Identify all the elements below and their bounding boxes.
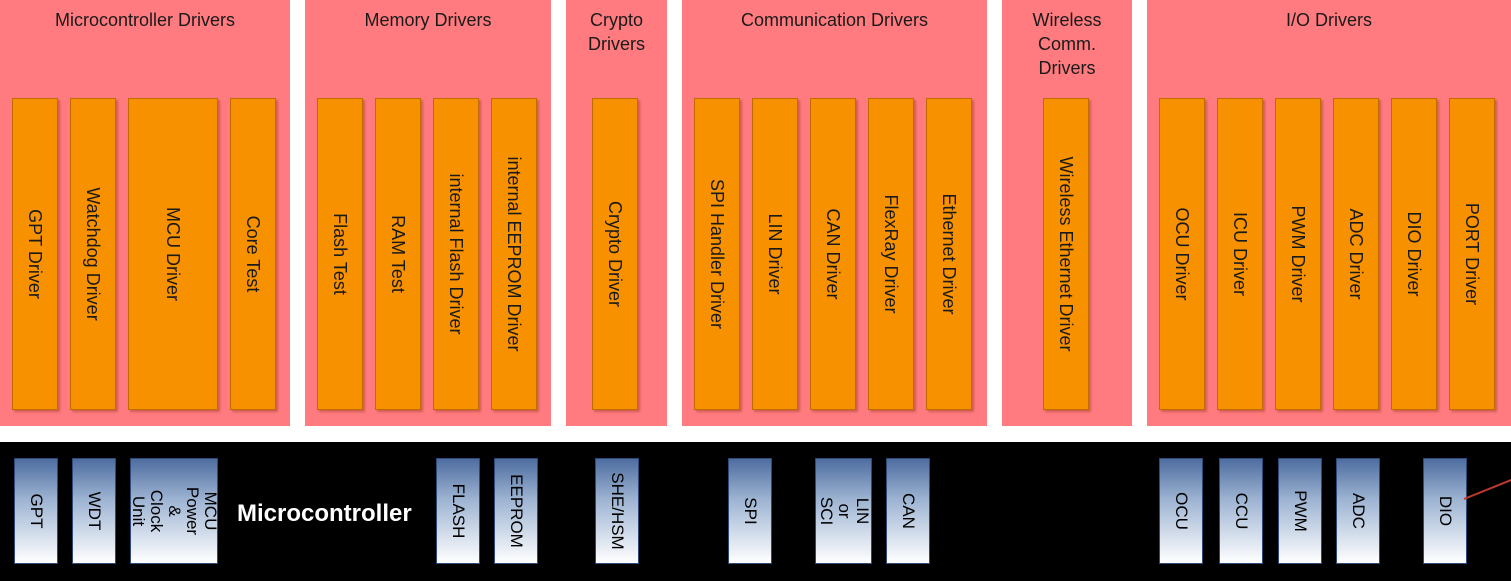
driver-label: RAM Test bbox=[388, 215, 408, 293]
hw-lin-sci[interactable]: LIN or SCI bbox=[815, 458, 872, 564]
group-io-drivers: I/O Drivers OCU Driver ICU Driver PWM Dr… bbox=[1147, 0, 1511, 426]
hw-pwm[interactable]: PWM bbox=[1278, 458, 1322, 564]
hw-wdt[interactable]: WDT bbox=[72, 458, 116, 564]
driver-flash-test[interactable]: Flash Test bbox=[317, 98, 363, 410]
hw-label: SHE/HSM bbox=[608, 472, 627, 550]
hw-flash[interactable]: FLASH bbox=[436, 458, 480, 564]
group-wireless-comm-drivers: Wireless Comm. Drivers Wireless Ethernet… bbox=[1002, 0, 1132, 426]
group-title: Memory Drivers bbox=[364, 10, 492, 30]
hw-spi[interactable]: SPI bbox=[728, 458, 772, 564]
driver-label: CAN Driver bbox=[823, 208, 843, 300]
driver-wireless-ethernet[interactable]: Wireless Ethernet Driver bbox=[1043, 98, 1089, 410]
driver-label: Wireless Ethernet Driver bbox=[1056, 156, 1076, 352]
hw-mcu-power-clock[interactable]: MCU Power & Clock Unit bbox=[129, 458, 220, 564]
driver-adc[interactable]: ADC Driver bbox=[1333, 98, 1379, 410]
microcontroller-label: Microcontroller bbox=[237, 500, 412, 527]
hw-dio[interactable]: DIO bbox=[1423, 458, 1467, 564]
hw-label: WDT bbox=[85, 491, 104, 531]
driver-label: internal EEPROM Driver bbox=[504, 156, 524, 352]
group-title: Microcontroller Drivers bbox=[54, 10, 236, 30]
driver-label: MCU Driver bbox=[163, 207, 183, 301]
driver-label: PORT Driver bbox=[1462, 202, 1482, 306]
hw-label: MCU Power & Clock Unit bbox=[129, 486, 220, 536]
hw-she-hsm[interactable]: SHE/HSM bbox=[595, 458, 639, 564]
group-crypto-drivers: Crypto Drivers Crypto Driver bbox=[566, 0, 667, 426]
driver-label: OCU Driver bbox=[1172, 207, 1192, 301]
hw-label: DIO bbox=[1436, 495, 1455, 527]
driver-internal-eeprom[interactable]: internal EEPROM Driver bbox=[491, 98, 537, 410]
driver-ram-test[interactable]: RAM Test bbox=[375, 98, 421, 410]
hw-label: OCU bbox=[1172, 492, 1191, 530]
driver-core-test[interactable]: Core Test bbox=[230, 98, 276, 410]
hw-label: EEPROM bbox=[507, 474, 526, 548]
driver-lin[interactable]: LIN Driver bbox=[752, 98, 798, 410]
driver-gpt[interactable]: GPT Driver bbox=[12, 98, 58, 410]
driver-label: GPT Driver bbox=[25, 209, 45, 299]
hw-adc[interactable]: ADC bbox=[1336, 458, 1380, 564]
driver-internal-flash[interactable]: internal Flash Driver bbox=[433, 98, 479, 410]
driver-label: Ethernet Driver bbox=[939, 193, 959, 315]
hw-label: SPI bbox=[741, 497, 760, 525]
driver-label: internal Flash Driver bbox=[446, 173, 466, 335]
hw-can[interactable]: CAN bbox=[886, 458, 930, 564]
driver-dio[interactable]: DIO Driver bbox=[1391, 98, 1437, 410]
hw-label: PWM bbox=[1291, 490, 1310, 532]
group-title: Wireless Comm. Drivers bbox=[1032, 10, 1102, 78]
group-communication-drivers: Communication Drivers SPI Handler Driver… bbox=[682, 0, 987, 426]
driver-label: LIN Driver bbox=[765, 213, 785, 295]
driver-icu[interactable]: ICU Driver bbox=[1217, 98, 1263, 410]
driver-label: Watchdog Driver bbox=[83, 187, 103, 321]
hw-gpt[interactable]: GPT bbox=[14, 458, 58, 564]
hw-ccu[interactable]: CCU bbox=[1219, 458, 1263, 564]
driver-label: Flash Test bbox=[330, 213, 350, 295]
driver-label: ADC Driver bbox=[1346, 208, 1366, 300]
driver-ocu[interactable]: OCU Driver bbox=[1159, 98, 1205, 410]
group-title: Communication Drivers bbox=[740, 10, 929, 30]
hw-label: CAN bbox=[899, 493, 918, 529]
driver-spi-handler[interactable]: SPI Handler Driver bbox=[694, 98, 740, 410]
driver-mcu[interactable]: MCU Driver bbox=[128, 98, 218, 410]
driver-label: Crypto Driver bbox=[605, 200, 625, 308]
driver-label: ICU Driver bbox=[1230, 212, 1250, 296]
hw-label: LIN or SCI bbox=[816, 496, 872, 526]
driver-watchdog[interactable]: Watchdog Driver bbox=[70, 98, 116, 410]
driver-label: SPI Handler Driver bbox=[707, 178, 727, 330]
hw-eeprom[interactable]: EEPROM bbox=[494, 458, 538, 564]
hw-ocu[interactable]: OCU bbox=[1159, 458, 1203, 564]
driver-label: Core Test bbox=[243, 215, 263, 293]
driver-label: PWM Driver bbox=[1288, 205, 1308, 303]
driver-label: DIO Driver bbox=[1404, 211, 1424, 297]
group-memory-drivers: Memory Drivers Flash Test RAM Test inter… bbox=[305, 0, 551, 426]
driver-ethernet[interactable]: Ethernet Driver bbox=[926, 98, 972, 410]
hw-label: FLASH bbox=[449, 483, 468, 539]
driver-label: FlexRay Driver bbox=[881, 194, 901, 314]
driver-pwm[interactable]: PWM Driver bbox=[1275, 98, 1321, 410]
hw-label: ADC bbox=[1349, 493, 1368, 529]
group-title: I/O Drivers bbox=[1285, 10, 1372, 30]
driver-crypto[interactable]: Crypto Driver bbox=[592, 98, 638, 410]
group-title: Crypto Drivers bbox=[588, 10, 645, 54]
hw-label: GPT bbox=[27, 493, 46, 529]
hw-label: CCU bbox=[1232, 492, 1251, 530]
driver-flexray[interactable]: FlexRay Driver bbox=[868, 98, 914, 410]
group-microcontroller-drivers: Microcontroller Drivers GPT Driver Watch… bbox=[0, 0, 290, 426]
driver-can[interactable]: CAN Driver bbox=[810, 98, 856, 410]
driver-port[interactable]: PORT Driver bbox=[1449, 98, 1495, 410]
